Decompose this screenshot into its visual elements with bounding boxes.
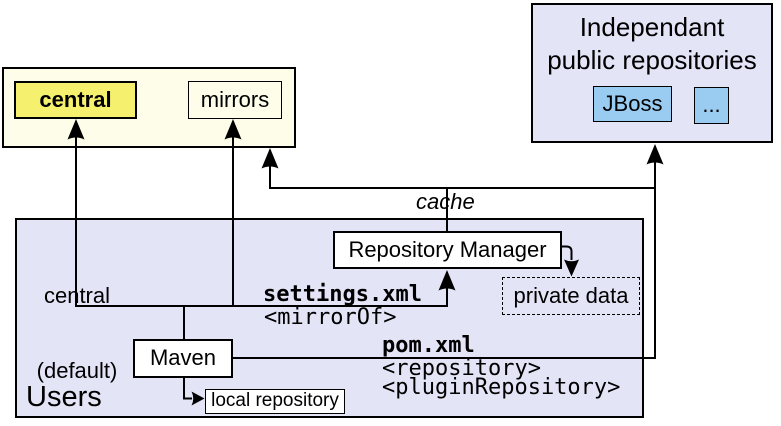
more-repos-node: ... [694,87,729,124]
plugin-repository-tag-label: <pluginRepository> [382,375,621,400]
local-repository-node: local repository [205,389,345,414]
cache-label: cache [416,189,475,214]
mirrorof-tag-label: <mirrorOf> [264,305,397,330]
users-group-label: Users [26,381,102,413]
jboss-node: JBoss [593,86,672,122]
maven-node: Maven [133,339,233,378]
central-default-line2: (default) [36,358,118,383]
repository-tag-label: <repository> [382,356,541,381]
independent-repos-title-line2: public repositories [547,45,757,75]
private-data-node: private data [502,277,640,315]
arrowhead-independent-repos [646,144,664,165]
independent-repos-title-line1: Independant [579,12,725,42]
central-repo-node: central [14,81,137,119]
central-default-line1: central [43,283,111,308]
settings-xml-label: settings.xml [263,282,422,307]
mirrors-node: mirrors [188,81,282,119]
independent-repos-title: Independant public repositories [533,11,771,77]
repository-manager-node: Repository Manager [333,231,562,269]
pom-xml-label: pom.xml [382,333,475,358]
connector-cache-path [269,150,655,189]
arrowhead-public-repos [261,148,279,169]
independent-repos-container: Independant public repositories [531,3,773,143]
